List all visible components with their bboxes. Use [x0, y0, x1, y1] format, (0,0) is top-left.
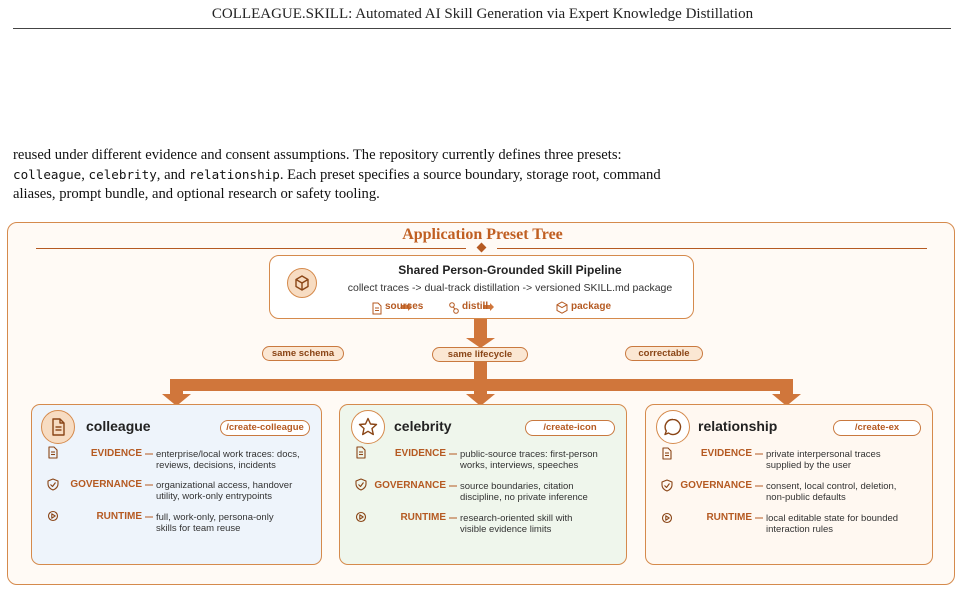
body-line-3: aliases, prompt bundle, and optional res…	[13, 186, 380, 202]
row-line: utility, work-only entrypoints	[156, 491, 272, 502]
step-distill: distill	[462, 301, 489, 312]
command-badge: /create-colleague	[220, 420, 310, 436]
document-icon	[41, 410, 75, 444]
preset-code-colleague: colleague	[13, 167, 82, 182]
running-head: COLLEAGUE.SKILL: Automated AI Skill Gene…	[211, 6, 754, 22]
chat-bubble-icon	[656, 410, 690, 444]
row-line: discipline, no private inference	[460, 492, 588, 503]
body-sep-2: , and	[156, 167, 189, 183]
row-label-evidence: EVIDENCE	[394, 448, 446, 459]
branch-left-stem	[170, 389, 183, 395]
preset-code-relationship: relationship	[188, 167, 280, 182]
trunk-lower	[474, 361, 487, 381]
pipeline-title: Shared Person-Grounded Skill Pipeline	[398, 263, 622, 277]
row-label-evidence: EVIDENCE	[90, 448, 142, 459]
shield-check-icon	[47, 478, 59, 491]
arrow-right-icon	[483, 303, 494, 311]
title-rule-right	[497, 248, 927, 250]
pipeline-subtitle: collect traces -> dual-track distillatio…	[347, 282, 673, 294]
package-icon	[556, 301, 568, 314]
body-line-2-rest: . Each preset specifies a source boundar…	[279, 167, 661, 183]
figure-title: Application Preset Tree	[402, 226, 563, 243]
body-line-1: reused under different evidence and cons…	[13, 147, 622, 163]
row-line: consent, local control, deletion,	[766, 481, 897, 492]
row-line: research-oriented skill with	[460, 513, 573, 524]
arrow-right-icon	[401, 303, 412, 311]
row-line: reviews, decisions, incidents	[156, 460, 276, 471]
row-label-governance: GOVERNANCE	[70, 479, 142, 490]
row-label-runtime: RUNTIME	[400, 512, 446, 523]
row-line: public-source traces: first-person	[460, 449, 598, 460]
branch-left-arrowhead	[162, 394, 191, 406]
body-paragraph: reused under different evidence and cons…	[13, 146, 958, 204]
row-line: organizational access, handover	[156, 480, 293, 491]
row-line: visible evidence limits	[460, 524, 552, 535]
document-icon	[372, 302, 382, 315]
shield-check-icon	[661, 479, 673, 492]
row-line: works, interviews, speeches	[460, 460, 579, 471]
command-badge: /create-ex	[833, 420, 921, 436]
row-line: local editable state for bounded	[766, 513, 899, 524]
shield-check-icon	[355, 478, 367, 491]
package-icon	[287, 268, 317, 298]
branch-mid-stem	[474, 389, 487, 395]
step-package: package	[571, 301, 612, 312]
row-line: private interpersonal traces	[766, 449, 881, 460]
play-icon	[661, 512, 673, 524]
step-sources: sources	[385, 301, 424, 312]
row-line: full, work-only, persona-only	[156, 512, 274, 523]
preset-code-celebrity: celebrity	[88, 167, 157, 182]
row-line: non-public defaults	[766, 492, 846, 503]
preset-name: celebrity	[394, 418, 452, 434]
play-icon	[47, 510, 59, 522]
command-badge: /create-icon	[525, 420, 615, 436]
title-rule-left	[36, 248, 466, 250]
document-icon	[356, 446, 366, 459]
row-line: source boundaries, citation	[460, 481, 574, 492]
tag-correctable: correctable	[625, 346, 703, 361]
branch-right-arrowhead	[772, 394, 801, 406]
row-label-runtime: RUNTIME	[96, 511, 142, 522]
star-icon	[351, 410, 385, 444]
preset-name: relationship	[698, 418, 778, 434]
row-text-governance: consent, local control, deletion,non-pub…	[766, 481, 931, 503]
row-label-runtime: RUNTIME	[706, 512, 752, 523]
body-line-2: colleague, celebrity, and relationship. …	[13, 165, 958, 185]
row-line: supplied by the user	[766, 460, 852, 471]
body-sep-1: ,	[81, 167, 89, 183]
row-label-governance: GOVERNANCE	[374, 480, 446, 491]
document-icon	[48, 446, 58, 459]
row-label-evidence: EVIDENCE	[700, 448, 752, 459]
nodes-icon	[449, 302, 459, 314]
row-line: enterprise/local work traces: docs,	[156, 449, 300, 460]
preset-name: colleague	[86, 418, 151, 434]
tag-same-schema: same schema	[262, 346, 344, 361]
branch-bar	[170, 379, 793, 391]
tag-same-lifecycle: same lifecycle	[432, 347, 528, 362]
row-line: skills for team reuse	[156, 523, 241, 534]
row-text-evidence: enterprise/local work traces: docs,revie…	[156, 449, 321, 471]
row-label-governance: GOVERNANCE	[680, 480, 752, 491]
row-line: interaction rules	[766, 524, 834, 535]
play-icon	[355, 511, 367, 523]
trunk-stem	[474, 319, 487, 339]
shared-pipeline-box	[269, 255, 694, 319]
header-rule	[13, 28, 951, 29]
branch-right-stem	[780, 389, 793, 395]
trunk-arrowhead	[466, 338, 495, 348]
branch-mid-arrowhead	[466, 394, 495, 406]
document-icon	[662, 447, 672, 460]
